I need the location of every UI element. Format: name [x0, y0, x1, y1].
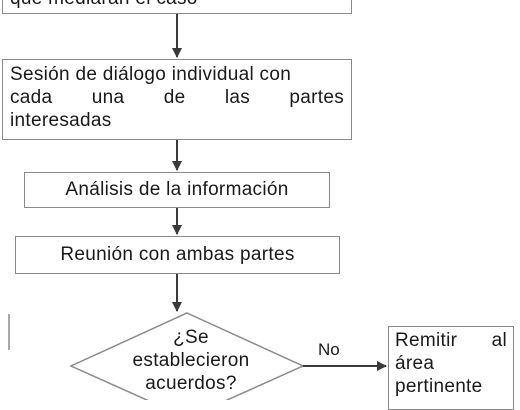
process-box-mediators-text: que mediarán el caso: [10, 0, 198, 9]
decision-text: ¿Se establecieron acuerdos?: [124, 326, 258, 395]
remit-word: al: [491, 330, 507, 351]
process-box-remit: Remitir al área pertinente: [388, 326, 514, 410]
dialog-word: partes: [289, 87, 344, 108]
decision-line-1: ¿Se: [173, 327, 209, 348]
decision-line-2: establecieron: [132, 350, 250, 371]
decision-diamond: [69, 312, 305, 400]
dialog-word: una: [91, 87, 125, 108]
edge-label-no: No: [318, 340, 340, 359]
process-box-meeting: Reunión con ambas partes: [15, 236, 340, 274]
dialog-word: de: [163, 87, 186, 108]
dialog-line-3: interesadas: [10, 110, 112, 131]
flowchart-connectors: [8, 14, 387, 400]
process-box-analysis: Análisis de la información: [24, 172, 330, 208]
remit-line-1: Remitir al: [395, 329, 507, 352]
process-box-individual-dialog: Sesión de diálogo individual con cada un…: [2, 59, 352, 140]
remit-line-3: pertinente: [395, 376, 483, 397]
remit-word: Remitir: [395, 330, 458, 351]
dialog-line-1: Sesión de diálogo individual con: [10, 64, 292, 85]
dialog-word: las: [224, 87, 251, 108]
dialog-word: cada: [10, 87, 53, 108]
dialog-line-2: cada una de las partes: [10, 86, 344, 109]
remit-line-2: área: [395, 353, 435, 374]
process-box-mediators: que mediarán el caso: [2, 0, 352, 14]
process-box-meeting-text: Reunión con ambas partes: [60, 244, 295, 265]
process-box-analysis-text: Análisis de la información: [65, 179, 289, 200]
decision-line-3: acuerdos?: [145, 373, 237, 394]
